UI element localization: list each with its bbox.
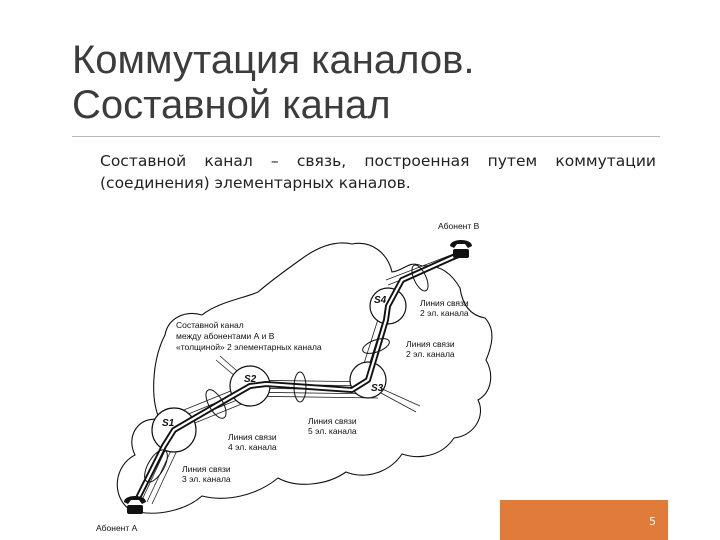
line-s2-s3-label-2: 5 эл. канала bbox=[308, 426, 357, 436]
line-s1-s2-label-2: 4 эл. канала bbox=[228, 442, 277, 452]
composite-label-3: «толщиной» 2 элементарных канала bbox=[176, 342, 322, 352]
line-s2-s3-label-1: Линия связи bbox=[308, 416, 357, 426]
subscriber-b-label: Абонент B bbox=[438, 221, 480, 231]
phone-icon bbox=[124, 496, 146, 514]
line-s4-b-label-2: 2 эл. канала bbox=[420, 308, 469, 318]
footer-accent-bar: 5 bbox=[500, 500, 668, 540]
definition-text: Составной канал – связь, построенная пут… bbox=[100, 152, 656, 192]
composite-channel-inner bbox=[137, 252, 461, 499]
phone-icon bbox=[450, 240, 472, 258]
node-label-s1: S1 bbox=[162, 418, 175, 429]
line-a-s1-label-2: 3 эл. канала bbox=[182, 474, 231, 484]
line-s1-s2-label-1: Линия связи bbox=[228, 432, 277, 442]
line-s4-b-label-1: Линия связи bbox=[420, 298, 469, 308]
network-cloud bbox=[116, 242, 493, 514]
node-label-s2: S2 bbox=[244, 374, 257, 385]
page-number: 5 bbox=[649, 515, 656, 528]
composite-channel-diagram: Абонент B Абонент A S1 S2 S3 S4 Составно… bbox=[96, 221, 493, 533]
title-divider bbox=[72, 136, 660, 137]
title-line-2: Составной канал bbox=[72, 83, 391, 127]
line-s3-s4-label-2: 2 эл. канала bbox=[406, 349, 455, 359]
line-a-s1-label-1: Линия связи bbox=[182, 464, 231, 474]
subscriber-a-label: Абонент A bbox=[96, 523, 138, 533]
title-line-1: Коммутация каналов. bbox=[72, 38, 475, 82]
composite-label-2: между абонентами А и В bbox=[176, 331, 275, 341]
node-label-s4: S4 bbox=[374, 295, 387, 306]
slide-title: Коммутация каналов. Составной канал bbox=[72, 38, 672, 128]
node-label-s3: S3 bbox=[371, 383, 384, 394]
line-ellipses bbox=[144, 264, 429, 483]
composite-channel-path bbox=[135, 251, 462, 500]
composite-label-1: Составной канал bbox=[176, 320, 244, 330]
line-s3-s4-label-1: Линия связи bbox=[406, 339, 455, 349]
